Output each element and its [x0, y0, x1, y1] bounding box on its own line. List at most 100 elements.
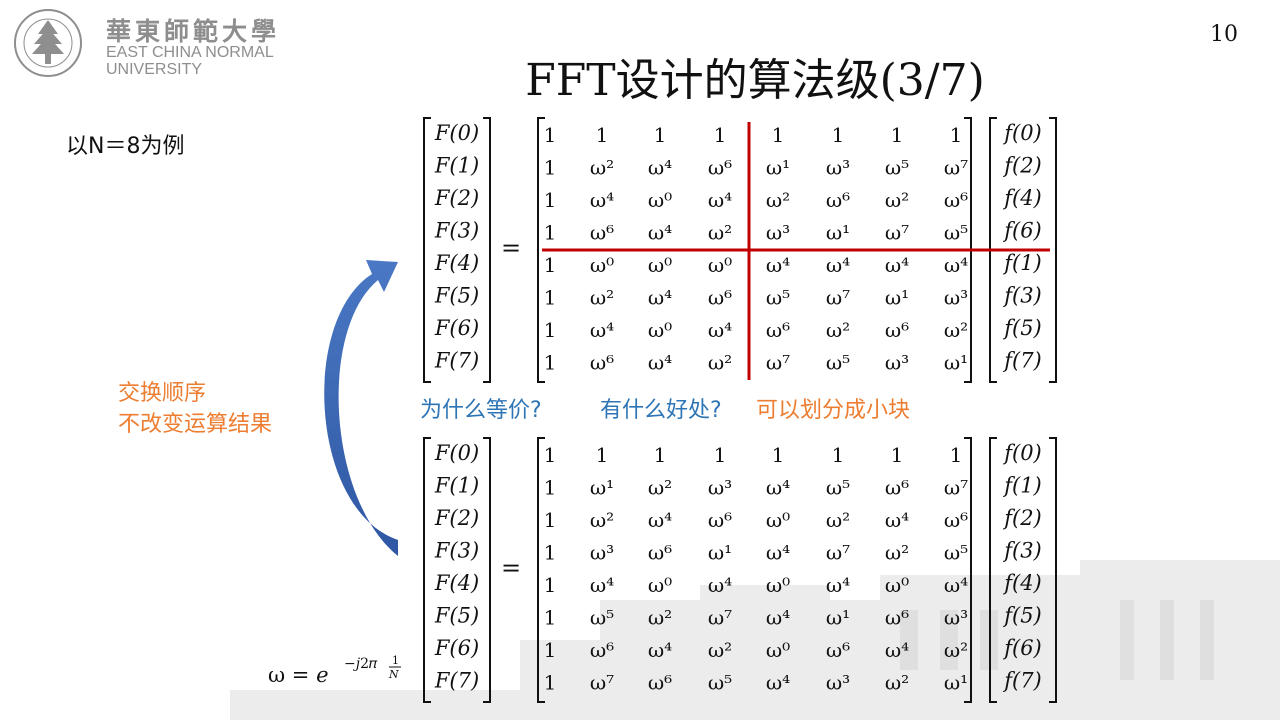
matrix-cell: ω⁰: [766, 638, 790, 662]
swap-arrow: [324, 260, 398, 556]
matrix-cell: ω⁴: [648, 351, 672, 375]
matrix-cell: 1: [544, 351, 557, 375]
matrix-cell: ω⁵: [826, 476, 850, 500]
matrix-cell: ω⁴: [885, 508, 909, 532]
rhs-entry: f(4): [1002, 571, 1042, 595]
matrix-cell: ω⁶: [648, 541, 672, 565]
matrix-cell: ω¹: [826, 221, 850, 245]
matrix-cell: 1: [544, 476, 557, 500]
lhs-entry: F(7): [434, 669, 479, 693]
rhs-entry: f(6): [1002, 636, 1042, 660]
matrix-cell: ω³: [944, 606, 968, 630]
matrix-cell: 1: [654, 443, 667, 467]
matrix-cell: ω⁰: [885, 573, 909, 597]
matrix-cell: ω⁰: [766, 508, 790, 532]
matrix-cell: 1: [544, 606, 557, 630]
matrix-cell: 1: [714, 123, 727, 147]
matrix-cell: 1: [544, 508, 557, 532]
matrix-cell: 1: [950, 123, 963, 147]
matrix-cell: ω⁴: [944, 573, 968, 597]
question-benefit: 有什么好处?: [600, 398, 722, 423]
matrix-cell: ω²: [885, 188, 909, 212]
matrix-cell: ω⁶: [944, 188, 968, 212]
matrix-cell: ω⁵: [826, 351, 850, 375]
lhs-entry: F(5): [434, 604, 479, 628]
svg-text:𝑁: 𝑁: [388, 668, 399, 681]
matrix-cell: 1: [772, 443, 785, 467]
matrix-cell: ω⁶: [708, 508, 732, 532]
matrix-cell: 1: [544, 318, 557, 342]
matrix-cell: ω²: [648, 476, 672, 500]
matrix-cell: ω⁴: [648, 638, 672, 662]
matrix-cell: ω⁴: [648, 508, 672, 532]
matrix-cell: 1: [832, 443, 845, 467]
matrix-cell: 1: [544, 253, 557, 277]
matrix-cell: ω²: [648, 606, 672, 630]
lhs-entry: F(2): [434, 506, 479, 530]
matrix-cell: ω⁴: [766, 476, 790, 500]
example-label: 以N＝8为例: [66, 134, 185, 159]
matrix-cell: ω¹: [944, 671, 968, 695]
matrix-cell: 1: [544, 541, 557, 565]
lhs-entry: F(2): [434, 186, 479, 210]
matrix-cell: 1: [544, 123, 557, 147]
matrix-cell: ω²: [826, 318, 850, 342]
matrix-cell: ω⁷: [885, 221, 909, 245]
matrix-cell: 1: [544, 573, 557, 597]
matrix-cell: 1: [654, 123, 667, 147]
logo-english-line1: EAST CHINA NORMAL: [106, 44, 274, 61]
lhs-entry: F(3): [434, 539, 479, 563]
rhs-entry: f(5): [1002, 316, 1042, 340]
matrix-cell: ω¹: [766, 156, 790, 180]
matrix-cell: 1: [891, 443, 904, 467]
matrix-cell: ω⁶: [826, 188, 850, 212]
matrix-cell: ω⁷: [766, 351, 790, 375]
matrix-cell: ω⁷: [708, 606, 732, 630]
matrix-cell: ω⁷: [826, 541, 850, 565]
matrix-bracket: [537, 437, 972, 703]
matrix-cell: ω⁷: [944, 156, 968, 180]
lhs-entry: F(4): [434, 251, 479, 275]
lhs-entry: F(5): [434, 284, 479, 308]
lhs-vector-bracket: [423, 117, 491, 383]
lhs-entry: F(6): [434, 316, 479, 340]
matrix-cell: 1: [544, 156, 557, 180]
matrix-cell: ω⁰: [648, 573, 672, 597]
equals-sign: =: [501, 234, 521, 262]
rhs-entry: f(5): [1002, 604, 1042, 628]
matrix-cell: ω⁶: [590, 221, 614, 245]
matrix-cell: ω⁶: [708, 156, 732, 180]
matrix-cell: ω⁴: [648, 221, 672, 245]
matrix-cell: ω⁶: [885, 476, 909, 500]
lhs-entry: F(0): [434, 121, 479, 145]
question-equivalent: 为什么等价?: [420, 398, 542, 423]
rhs-entry: f(2): [1002, 154, 1042, 178]
rhs-entry: f(0): [1002, 441, 1042, 465]
matrix-cell: ω⁴: [885, 253, 909, 277]
matrix-cell: ω⁴: [648, 156, 672, 180]
rhs-entry: f(6): [1002, 219, 1042, 243]
lhs-entry: F(1): [434, 474, 479, 498]
matrix-cell: ω³: [826, 156, 850, 180]
matrix-cell: 1: [544, 638, 557, 662]
svg-text:−𝑗2𝜋: −𝑗2𝜋: [344, 656, 378, 672]
omega-definition: ω = 𝑒 −𝑗2𝜋 1 𝑁: [268, 652, 418, 701]
matrix-cell: ω⁶: [590, 351, 614, 375]
answer-blocks: 可以划分成小块: [756, 398, 911, 423]
matrix-cell: 1: [544, 443, 557, 467]
tree-emblem-icon: [14, 9, 82, 77]
slide-title: FFT设计的算法级(3/7): [525, 55, 985, 106]
matrix-cell: ω²: [766, 188, 790, 212]
matrix-cell: ω³: [944, 286, 968, 310]
rhs-entry: f(7): [1002, 669, 1042, 693]
svg-text:ω = 𝑒: ω = 𝑒: [268, 663, 329, 687]
logo-chinese-name: 華東師範大學: [106, 17, 281, 46]
matrix-cell: ω¹: [944, 351, 968, 375]
matrix-cell: ω⁶: [766, 318, 790, 342]
matrix-cell: ω⁴: [766, 606, 790, 630]
matrix-cell: ω¹: [826, 606, 850, 630]
matrix-cell: ω²: [885, 541, 909, 565]
reorder-note: 交换顺序 不改变运算结果: [118, 378, 272, 440]
matrix-cell: ω⁰: [590, 253, 614, 277]
